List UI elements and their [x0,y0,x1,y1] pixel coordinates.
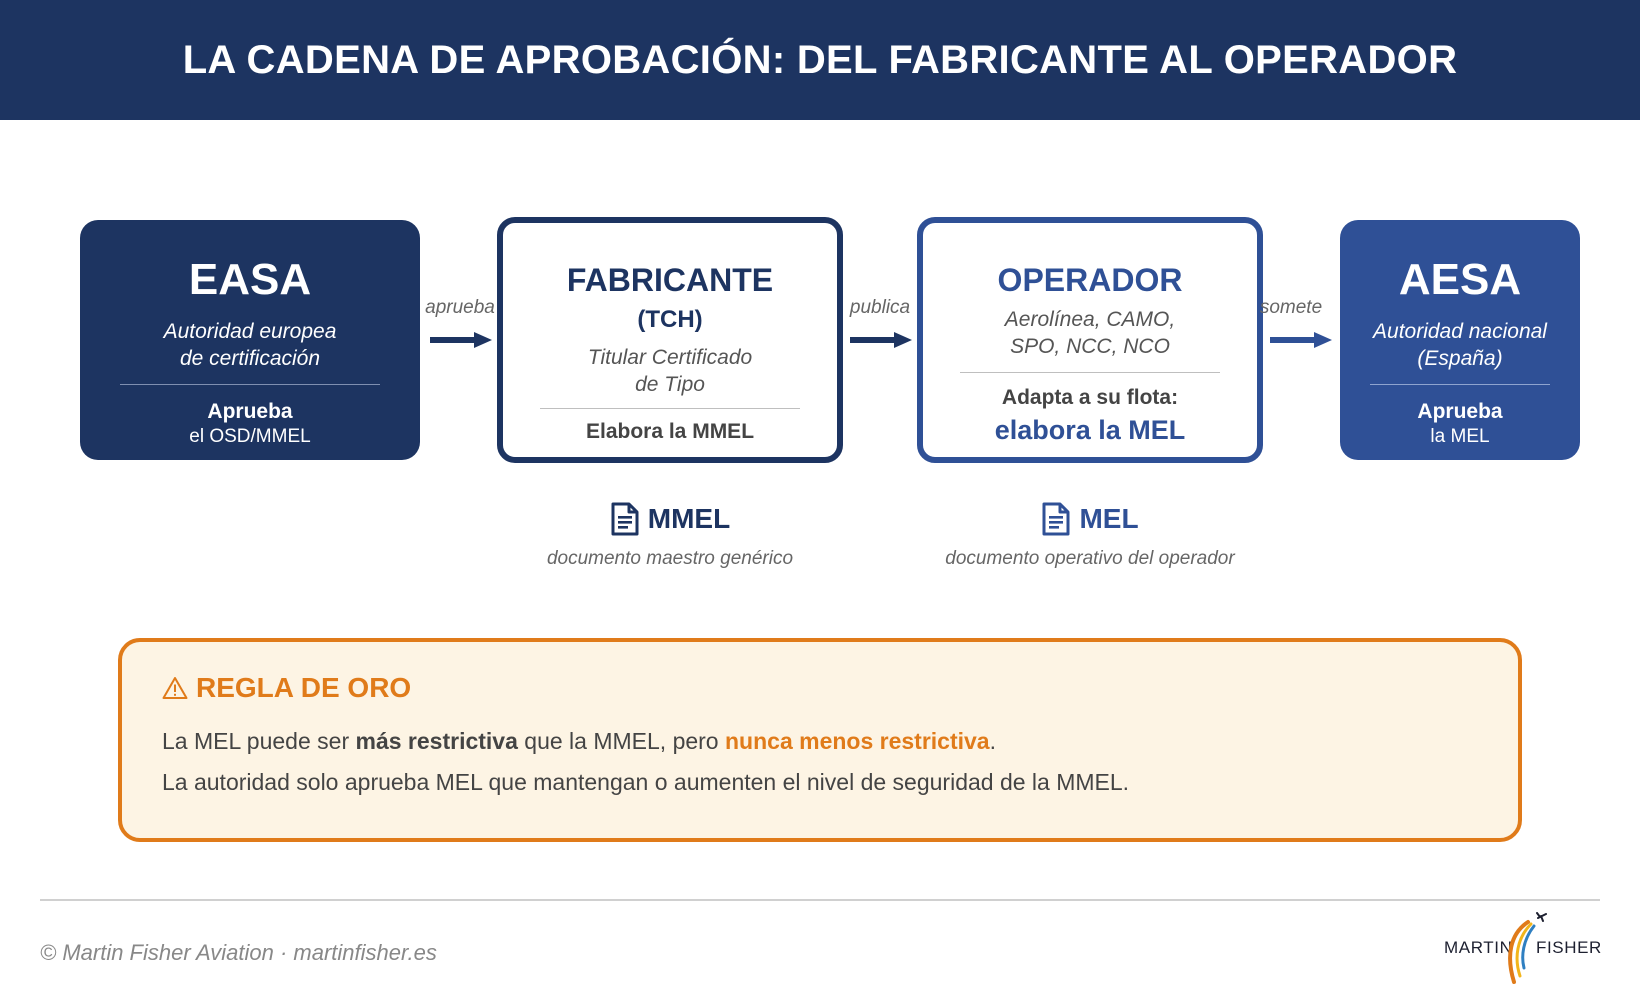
fabricante-subtitle-line2: de Tipo [635,373,705,397]
golden-rule-line2: La autoridad solo aprueba MEL que manten… [162,769,1130,795]
rule-text: La MEL puede ser [162,728,356,754]
operador-title: OPERADOR [997,262,1183,298]
aesa-subtitle: Autoridad nacional (España) [1340,318,1580,372]
easa-subtitle-line2: de certificación [179,347,321,371]
fabricante-action: Elabora la MMEL [585,420,755,444]
fabricante-title-tch: (TCH) [637,306,703,334]
page-title: LA CADENA DE APROBACIÓN: DEL FABRICANTE … [182,37,1458,82]
mmel-doc-title: MMEL [647,503,731,534]
easa-title: EASA [188,255,312,304]
martin-fisher-logo: MARTIN FISHER [1440,912,1602,984]
rule-highlight: nunca menos restrictiva [725,728,990,754]
fabricante-divider [540,408,800,410]
header-bar: LA CADENA DE APROBACIÓN: DEL FABRICANTE … [0,0,1640,120]
arrow-right-icon [430,332,492,348]
mel-doc-title: MEL [1079,503,1139,534]
golden-rule-callout: REGLA DE ORO La MEL puede ser más restri… [118,638,1522,842]
easa-action-bold: Aprueba [207,400,293,424]
fabricante-box: FABRICANTE (TCH) Titular Certificado de … [497,217,843,463]
easa-box: EASA Autoridad europea de certificación … [80,220,420,460]
rule-text: que la MMEL, pero [517,728,725,754]
fabricante-subtitle: Titular Certificado de Tipo [503,344,837,398]
footer-divider [40,899,1600,901]
aesa-action-bold: Aprueba [1417,400,1503,424]
arrow-right-icon [850,332,912,348]
aesa-subtitle-line1: Autoridad nacional [1373,320,1547,344]
easa-action: el OSD/MMEL [189,426,311,448]
operador-action-bold: Adapta a su flota: [1001,386,1179,410]
operador-divider [960,372,1220,374]
logo-text-left: MARTIN [1444,938,1513,957]
fabricante-title: FABRICANTE [566,262,774,298]
golden-rule-title: REGLA DE ORO [196,672,412,703]
rule-text: . [989,728,996,754]
easa-divider [120,384,380,386]
aesa-action: la MEL [1430,426,1490,448]
mmel-document: MMEL documento maestro genérico [470,502,870,570]
easa-subtitle: Autoridad europea de certificación [80,318,420,372]
operador-action-big: elabora la MEL [994,415,1186,446]
golden-rule-heading: REGLA DE ORO [162,672,1518,704]
logo-text-right: FISHER [1536,938,1602,957]
footer-copyright: © Martin Fisher Aviation · martinfisher.… [40,940,437,965]
aesa-divider [1370,384,1550,386]
arrow-right-icon [1270,332,1332,348]
logo-swoosh-plane-icon [1508,912,1547,984]
mel-document: MEL documento operativo del operador [890,502,1290,570]
operador-subtitle-line2: SPO, NCC, NCO [1010,335,1170,359]
operador-box: OPERADOR Aerolínea, CAMO, SPO, NCC, NCO … [917,217,1263,463]
operador-subtitle: Aerolínea, CAMO, SPO, NCC, NCO [923,306,1257,360]
operador-subtitle-line1: Aerolínea, CAMO, [1004,308,1176,332]
aesa-subtitle-line2: (España) [1417,347,1503,371]
aesa-box: AESA Autoridad nacional (España) Aprueba… [1340,220,1580,460]
warning-icon [162,677,188,699]
rule-emphasis: más restrictiva [355,728,518,754]
arrow-label-somete: somete [1259,297,1323,318]
arrow-label-aprueba: aprueba [425,297,495,318]
aesa-title: AESA [1398,255,1522,304]
mel-doc-subtitle: documento operativo del operador [945,548,1235,569]
arrow-label-publica: publica [849,297,911,318]
mmel-doc-subtitle: documento maestro genérico [546,548,794,569]
golden-rule-line1: La MEL puede ser más restrictiva que la … [162,728,1518,755]
fabricante-subtitle-line1: Titular Certificado [587,346,753,370]
document-icon [1042,502,1070,536]
easa-subtitle-line1: Autoridad europea [163,320,337,344]
document-icon [611,502,639,536]
